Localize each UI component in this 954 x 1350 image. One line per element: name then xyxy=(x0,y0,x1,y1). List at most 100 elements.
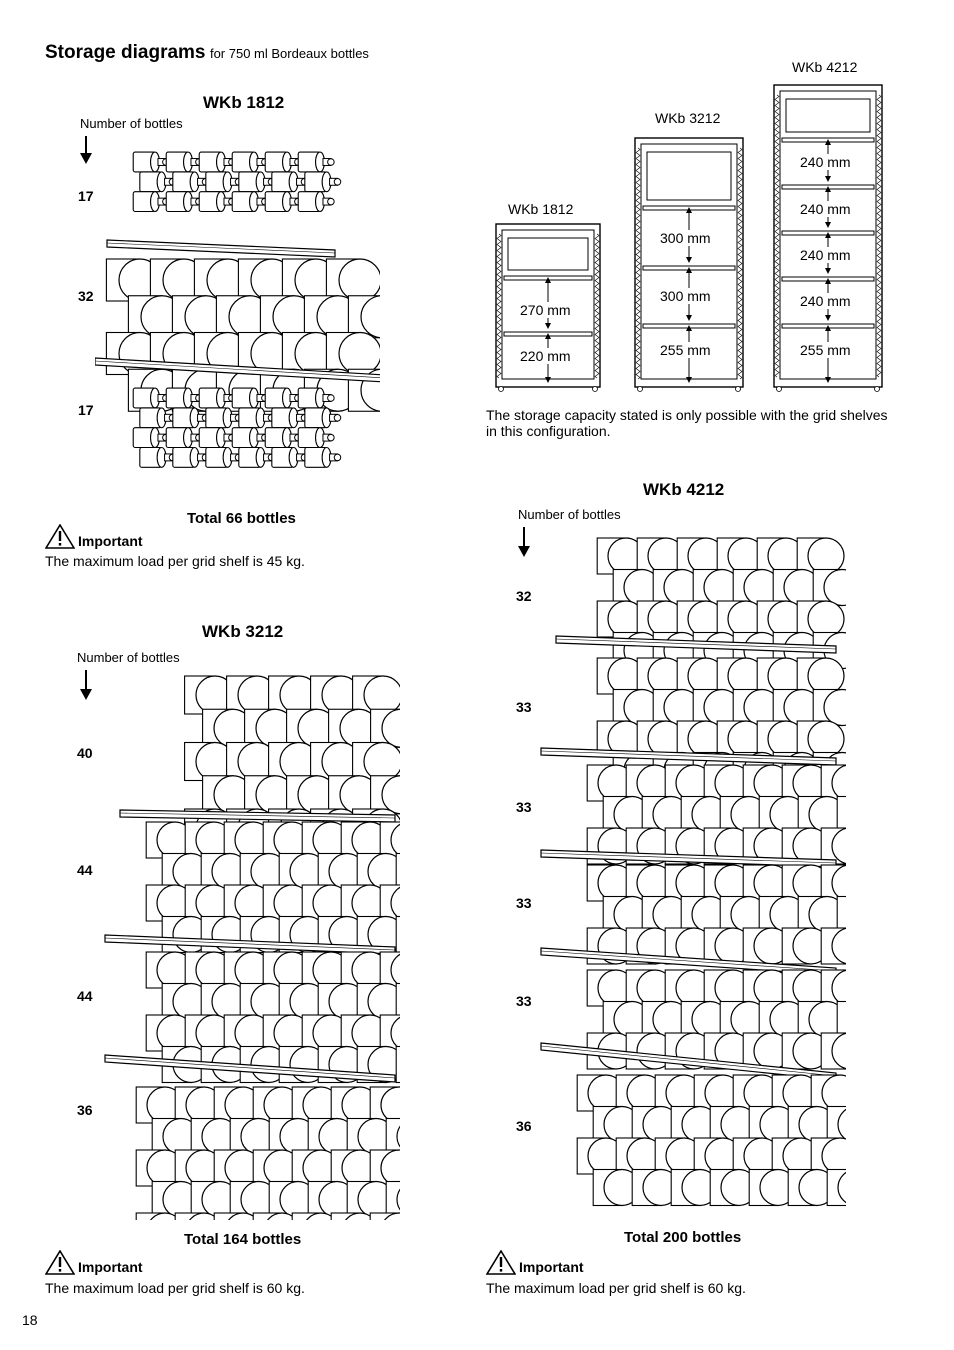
bottle-icon xyxy=(820,927,846,965)
bottle-icon xyxy=(369,1086,400,1124)
bottle-icon xyxy=(184,1014,233,1052)
bottle-icon xyxy=(244,775,295,815)
wkb1812-total: Total 66 bottles xyxy=(187,510,296,527)
bottle-icon xyxy=(676,720,725,758)
bottle-icon xyxy=(716,537,765,575)
bottle-icon xyxy=(693,1074,742,1112)
bottle-icon xyxy=(742,1032,791,1070)
bottle-icon xyxy=(636,600,685,638)
bottle-icon xyxy=(223,951,272,989)
cabinet-wkb4212-dim-5: 255 mm xyxy=(799,342,852,358)
wkb1812-number-label: Number of bottles xyxy=(80,116,183,131)
bottle-icon xyxy=(252,1212,297,1220)
bottle-icon xyxy=(625,969,674,1007)
cabinet-wkb4212-dim-4: 240 mm xyxy=(799,293,852,309)
bottle-icon xyxy=(268,1117,317,1156)
page-title: Storage diagrams xyxy=(45,42,206,63)
wkb4212-level-5: 33 xyxy=(516,993,532,1009)
bottle-icon xyxy=(271,171,309,193)
grid-shelf xyxy=(104,1054,396,1083)
bottle-icon xyxy=(732,1074,781,1112)
bottle-icon xyxy=(238,446,276,468)
bottle-icon xyxy=(395,915,400,954)
bottle-icon xyxy=(586,969,635,1007)
bottle-icon xyxy=(756,720,805,758)
bottle-icon xyxy=(596,537,645,575)
wkb4212-total: Total 200 bottles xyxy=(624,1229,742,1246)
bottle-icon xyxy=(820,864,846,902)
bottle-icon xyxy=(297,151,335,173)
grid-shelf xyxy=(106,239,336,258)
bottle-icon xyxy=(732,688,781,727)
wkb1812-note: The maximum load per grid shelf is 45 kg… xyxy=(45,553,305,569)
bottle-icon xyxy=(703,969,752,1007)
wkb3212-note: The maximum load per grid shelf is 60 kg… xyxy=(45,1280,305,1296)
bottle-icon xyxy=(347,295,380,339)
bottle-icon xyxy=(615,1074,664,1112)
wkb4212-bottle-stack xyxy=(540,537,846,1207)
bottle-icon xyxy=(330,1212,375,1220)
bottle-icon xyxy=(652,688,701,727)
bottle-icon xyxy=(231,151,269,173)
page-title-block: Storage diagrams for 750 ml Bordeaux bot… xyxy=(45,42,369,64)
wkb4212-heading: WKb 4212 xyxy=(643,480,725,499)
wkb1812-heading: WKb 1812 xyxy=(203,93,285,112)
bottle-icon xyxy=(670,1105,719,1144)
bottle-icon xyxy=(200,982,249,1021)
bottle-icon xyxy=(340,821,389,859)
bottle-icon xyxy=(385,1180,400,1219)
cabinet-wkb1812-dim-1: 270 mm xyxy=(519,302,572,318)
bottle-icon xyxy=(198,191,236,213)
bottle-icon xyxy=(709,1168,758,1207)
bottle-icon xyxy=(641,895,690,934)
bottle-icon xyxy=(395,1045,400,1084)
bottle-icon xyxy=(340,1014,389,1052)
bottle-icon xyxy=(703,927,752,965)
bottle-icon xyxy=(328,708,379,748)
bottle-icon xyxy=(395,852,400,891)
bottle-icon xyxy=(174,1086,223,1124)
wkb1812-bottle-stack xyxy=(95,151,380,468)
bottle-icon xyxy=(796,657,845,695)
bottle-icon xyxy=(781,827,830,865)
bottle-icon xyxy=(304,171,342,193)
bottle-icon xyxy=(330,1149,379,1187)
bottle-icon xyxy=(612,568,661,607)
bottle-icon xyxy=(132,387,170,409)
wkb3212-heading: WKb 3212 xyxy=(202,622,284,641)
important-label: Important xyxy=(78,533,143,549)
bottle-icon xyxy=(812,688,846,727)
bottle-icon xyxy=(692,568,741,607)
bottle-icon xyxy=(676,657,725,695)
bottle-icon xyxy=(592,1105,641,1144)
bottle-icon xyxy=(301,1014,350,1052)
bottle-icon xyxy=(352,741,400,782)
bottle-icon xyxy=(317,982,366,1021)
wkb4212-level-4: 33 xyxy=(516,895,532,911)
bottle-icon xyxy=(226,741,277,782)
bottle-icon xyxy=(748,1168,797,1207)
bottle-icon xyxy=(135,1212,180,1220)
bottle-icon xyxy=(132,151,170,173)
bottle-icon xyxy=(291,1086,340,1124)
bottle-icon xyxy=(810,1074,846,1112)
wkb3212-level-1: 40 xyxy=(77,745,93,761)
bottle-icon xyxy=(820,827,846,865)
bottle-icon xyxy=(229,1180,278,1219)
bottle-icon xyxy=(252,1149,301,1187)
page-subtitle: for 750 ml Bordeaux bottles xyxy=(209,46,369,61)
bottle-icon xyxy=(781,927,830,965)
bottle-icon xyxy=(271,407,309,429)
wkb3212-level-4: 36 xyxy=(77,1102,93,1118)
important-label: Important xyxy=(78,1259,143,1275)
bottle-icon xyxy=(703,864,752,902)
bottle-icon xyxy=(325,331,380,376)
bottle-icon xyxy=(151,1180,200,1219)
cabinet-caption: The storage capacity stated is only poss… xyxy=(486,407,888,439)
bottle-icon xyxy=(340,951,389,989)
bottle-icon xyxy=(244,708,295,748)
cabinet-wkb4212-dim-3: 240 mm xyxy=(799,247,852,263)
bottle-icon xyxy=(198,427,236,449)
wkb4212-level-3: 33 xyxy=(516,799,532,815)
warning-triangle-icon xyxy=(45,524,75,549)
